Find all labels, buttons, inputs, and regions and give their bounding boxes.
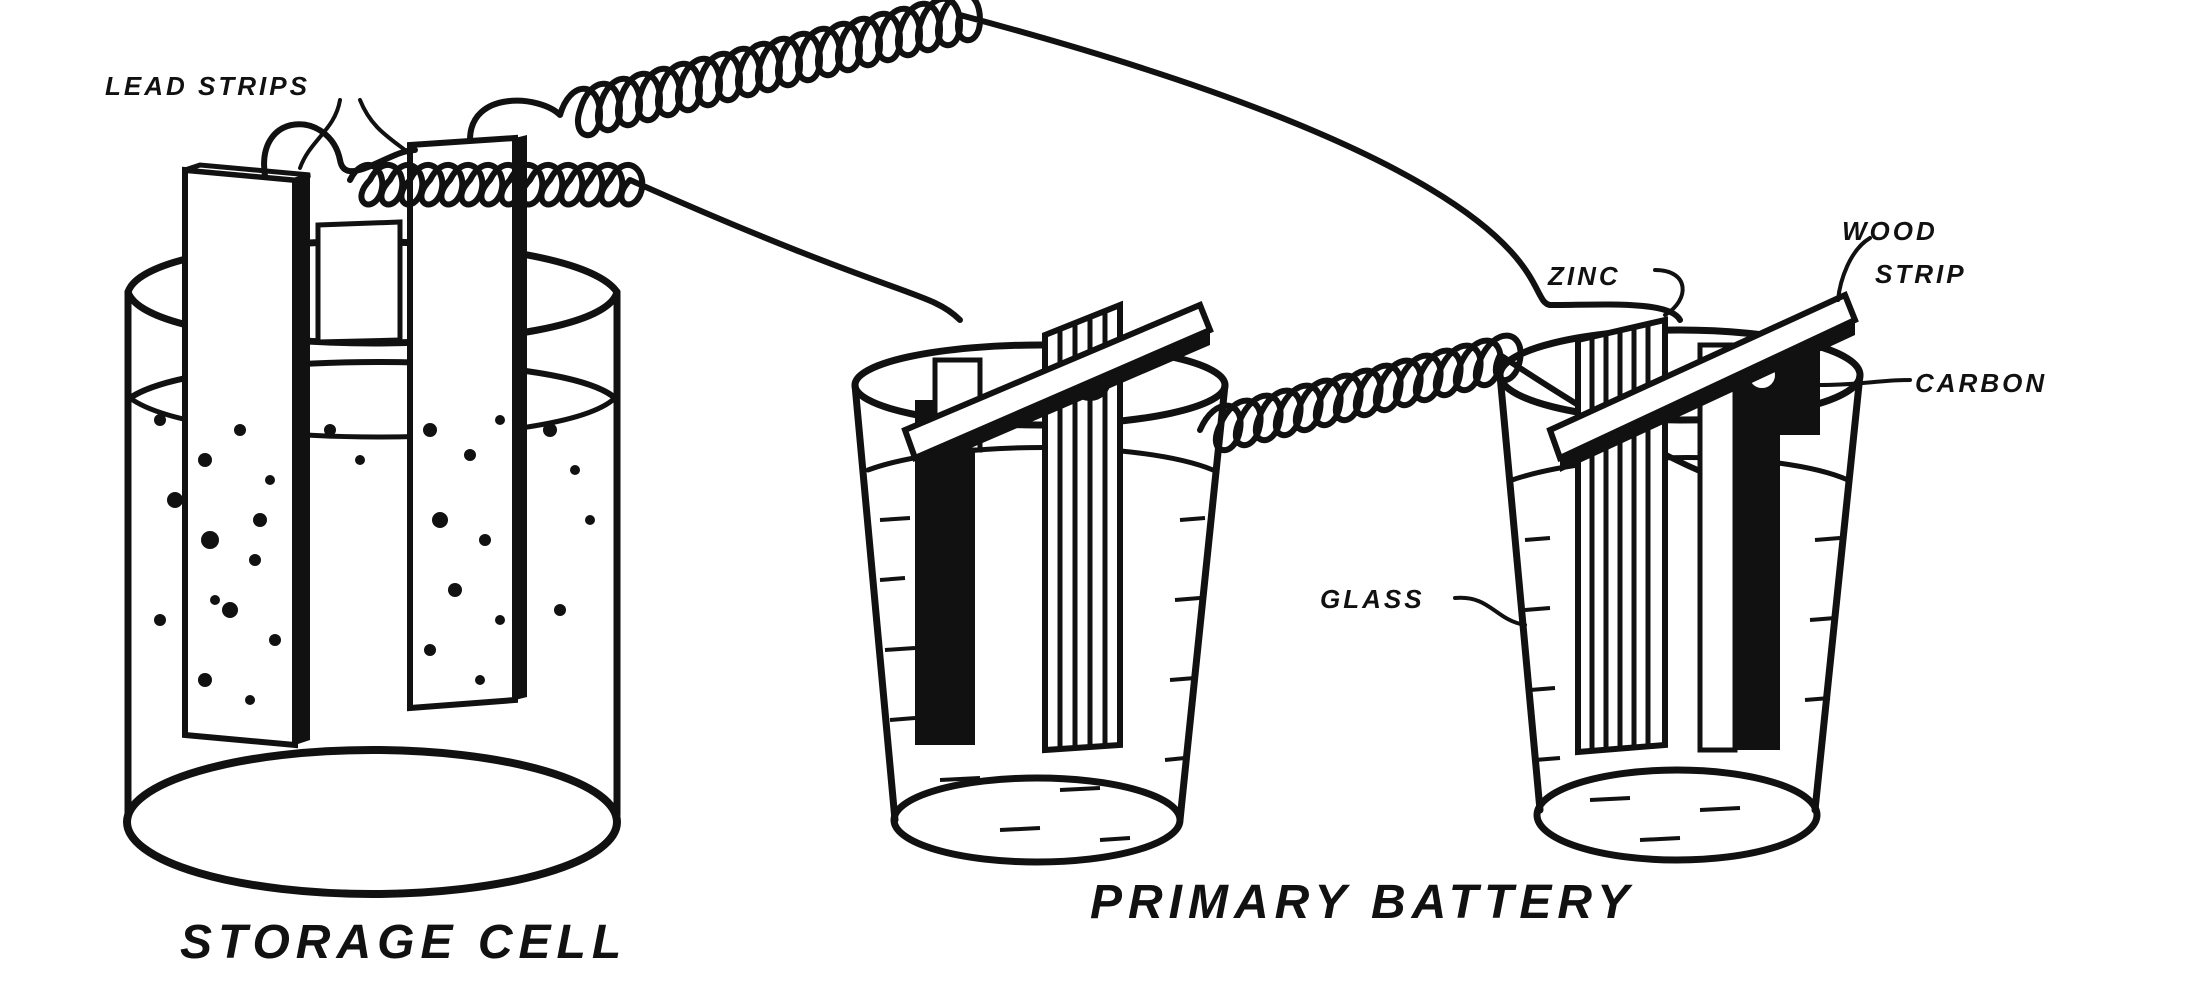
primary-cell-right (1496, 290, 1864, 864)
glass-label: GLASS (1320, 584, 1425, 614)
lower-coil-wire-left (347, 162, 963, 323)
glass-arrow (1453, 595, 1527, 627)
lead-strips-label: LEAD STRIPS (105, 71, 310, 101)
zinc-arrow (1653, 268, 1685, 317)
primary-battery-caption: PRIMARY BATTERY (1090, 876, 1635, 929)
wood-strip-arrow (1836, 236, 1872, 302)
upper-coil-wire (467, 0, 1683, 323)
right-liquid-hatching (1524, 536, 1841, 842)
right-glass-base (1533, 766, 1821, 864)
carbon-arrow (1818, 378, 1912, 387)
middle-glass-base (890, 774, 1184, 866)
right-carbon-plate (1697, 342, 1820, 753)
lower-coil-wire-right (1197, 332, 1773, 503)
wood-strip-label-line1: WOOD (1842, 216, 1938, 246)
middle-liquid-hatching (879, 516, 1206, 842)
wood-strip-label-line2: STRIP (1875, 259, 1967, 289)
lead-strip-middle (315, 219, 403, 345)
storage-electrolyte-bubbles (154, 414, 595, 705)
connecting-wires (347, 0, 1773, 503)
storage-liquid-surface (127, 359, 618, 401)
leader-arrows (298, 98, 1912, 627)
carbon-label: CARBON (1915, 368, 2047, 398)
storage-jar-base (123, 746, 621, 898)
storage-cell-caption: STORAGE CELL (180, 916, 627, 969)
storage-cell (123, 121, 621, 898)
lead-strips-arrow (298, 98, 342, 170)
lead-strip-right (407, 134, 527, 712)
primary-cell-middle (851, 300, 1229, 866)
zinc-label: ZINC (1547, 261, 1621, 291)
